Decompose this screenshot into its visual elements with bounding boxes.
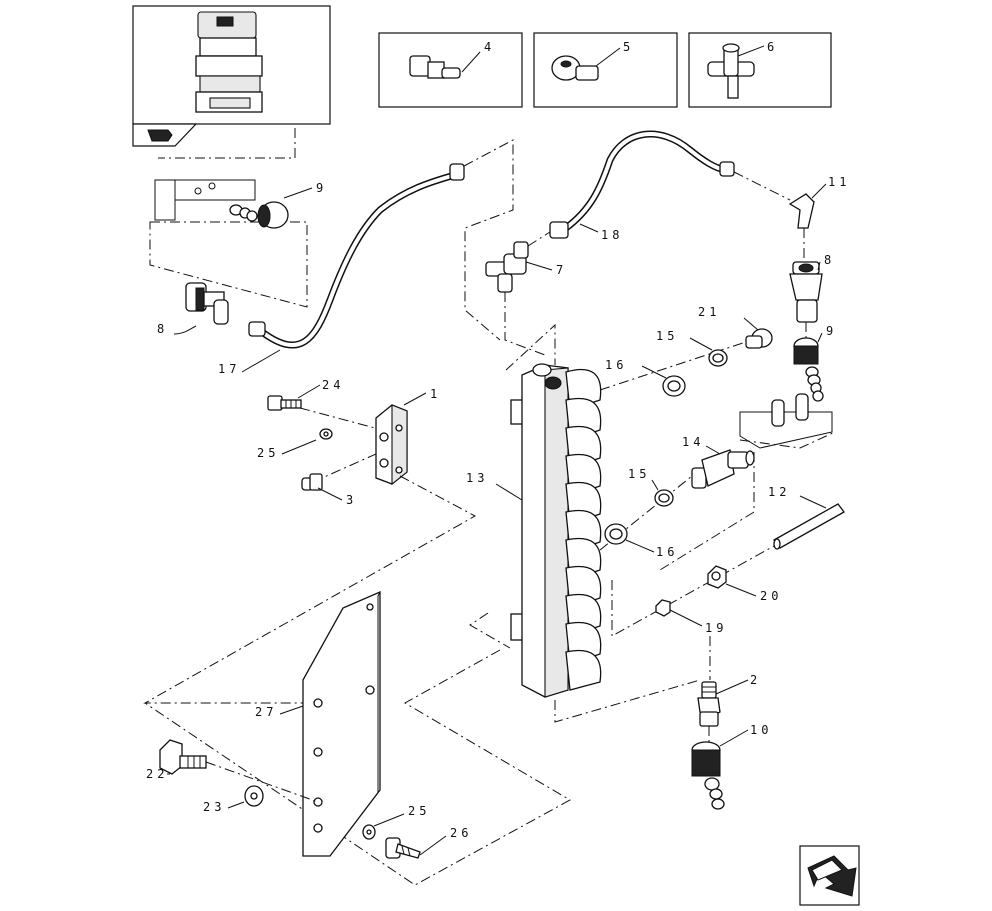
fitting-19: 19 <box>655 599 727 635</box>
callout-20: 20 <box>760 589 782 603</box>
callout-16-lower: 16 <box>656 545 678 559</box>
callout-19: 19 <box>705 621 727 635</box>
right-panel-wall <box>739 393 836 449</box>
washer-25-upper: 25 <box>257 428 333 460</box>
ring-16-lower: 16 <box>604 523 678 559</box>
callout-17: 17 <box>218 362 240 376</box>
callout-25-upper: 25 <box>257 446 279 460</box>
inset-part-6: 6 <box>688 32 832 108</box>
callout-14: 14 <box>682 435 704 449</box>
callout-21: 21 <box>698 305 720 319</box>
callout-25-lower: 25 <box>408 804 430 818</box>
callout-7: 7 <box>556 263 567 277</box>
callout-2: 2 <box>750 673 761 687</box>
fitting-3: 3 <box>301 473 357 507</box>
bolt-24: 24 <box>267 378 344 411</box>
callout-4: 4 <box>484 40 495 54</box>
ring-15-upper: 15 <box>656 329 728 367</box>
fitting-2: 2 <box>697 673 761 727</box>
callout-16-upper: 16 <box>605 358 627 372</box>
callout-26: 26 <box>450 826 472 840</box>
callout-8-left: 8 <box>157 322 168 336</box>
ring-16-upper: 16 <box>605 358 686 397</box>
part-9-left: 9 <box>229 181 327 229</box>
fitting-14: 14 <box>682 435 755 489</box>
callout-22: 22 <box>146 767 168 781</box>
inset-part-4: 4 <box>378 32 523 108</box>
hose-18: 18 <box>527 130 735 247</box>
next-page-arrow-icon[interactable] <box>799 845 860 906</box>
assembly-thumbnail[interactable] <box>132 5 331 147</box>
left-panel-wall <box>154 179 256 221</box>
callout-13: 13 <box>466 471 488 485</box>
callout-24: 24 <box>322 378 344 392</box>
bolt-26: 26 <box>385 826 472 859</box>
callout-3: 3 <box>346 493 357 507</box>
washer-25-lower: 25 <box>362 804 430 840</box>
hose-17: 17 <box>218 139 514 376</box>
washer-23: 23 <box>203 785 264 814</box>
callout-8-right: 8 <box>824 253 835 267</box>
coupler-10: 10 <box>691 723 772 810</box>
nut-20: 20 <box>707 565 782 603</box>
manifold-13: 13 <box>466 323 602 698</box>
callout-27: 27 <box>255 705 277 719</box>
callout-1: 1 <box>430 387 441 401</box>
tee-7: 7 <box>485 241 567 293</box>
page-back-icon[interactable] <box>147 129 173 142</box>
callout-5: 5 <box>623 40 634 54</box>
callout-9-left: 9 <box>316 181 327 195</box>
ring-15-lower: 15 <box>628 467 674 507</box>
callout-6: 6 <box>767 40 778 54</box>
pipe-12: 12 <box>768 485 845 550</box>
bolt-22: 22 <box>146 739 207 781</box>
callout-15-upper: 15 <box>656 329 678 343</box>
callout-11: 11 <box>828 175 850 189</box>
coupler-9-right: 9 <box>793 324 837 402</box>
block-1: 1 <box>375 387 441 486</box>
plug-21: 21 <box>698 305 773 349</box>
callout-15-lower: 15 <box>628 467 650 481</box>
part-8-left: 8 <box>157 282 229 336</box>
callout-12: 12 <box>768 485 790 499</box>
callout-18: 18 <box>601 228 623 242</box>
elbow-11: 11 <box>788 175 850 229</box>
fitting-8-right: 8 <box>789 253 835 323</box>
inset-part-5: 5 <box>533 32 678 108</box>
plate-27: 27 <box>255 591 381 857</box>
assembly-thumbnail-icon <box>195 11 263 113</box>
callout-10: 10 <box>750 723 772 737</box>
callout-9-right: 9 <box>826 324 837 338</box>
callout-23: 23 <box>203 800 225 814</box>
manifold-ports <box>565 368 602 691</box>
